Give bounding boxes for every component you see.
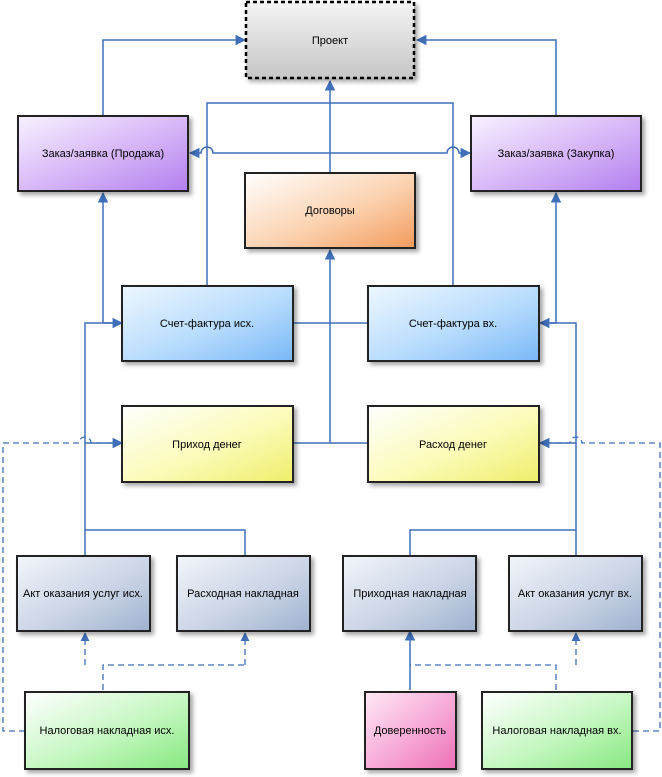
- node-money-in: Приход денег: [121, 405, 294, 483]
- connector-invoice-out-to-bus: [206, 102, 454, 286]
- node-tax-invoice-in-label: Налоговая накладная вх.: [492, 725, 621, 737]
- dashed-connectors: [2, 436, 661, 732]
- node-expense-waybill-label: Расходная накладная: [187, 588, 299, 600]
- node-tax-invoice-out-label: Налоговая накладная исх.: [40, 725, 175, 737]
- node-money-in-label: Приход денег: [172, 439, 242, 451]
- node-tax-invoice-out: Налоговая накладная исх.: [24, 691, 190, 770]
- connector-act-out-up: [84, 322, 122, 557]
- dashed-tax-in-bus: [410, 664, 557, 690]
- node-act-in-label: Акт оказания услуг вх.: [518, 588, 632, 600]
- node-money-out: Расход денег: [367, 405, 540, 483]
- node-expense-waybill: Расходная накладная: [176, 555, 311, 632]
- connector-order-purchase-to-project: [415, 34, 557, 115]
- node-receipt-waybill: Приходная накладная: [342, 555, 477, 632]
- dashed-tax-out-to-money-in: [2, 436, 123, 732]
- dashed-tax-out-bus: [102, 664, 245, 690]
- node-invoice-out-label: Счет-фактура исх.: [160, 318, 254, 330]
- node-invoice-out: Счет-фактура исх.: [121, 285, 294, 362]
- node-contracts: Договоры: [244, 172, 416, 249]
- node-order-sale: Заказ/заявка (Продажа): [17, 115, 189, 192]
- node-project-label: Проект: [312, 35, 348, 47]
- node-money-out-label: Расход денег: [419, 439, 487, 451]
- connector-orders-link: [188, 146, 472, 159]
- node-invoice-in: Счет-фактура вх.: [367, 285, 540, 362]
- connector-act-in-up: [540, 322, 577, 557]
- connector-order-sale-to-project: [102, 34, 247, 115]
- node-order-sale-label: Заказ/заявка (Продажа): [42, 148, 164, 160]
- connector-right-docs-bus: [409, 529, 576, 557]
- node-tax-invoice-in: Налоговая накладная вх.: [481, 691, 633, 770]
- node-power-of-attorney-label: Доверенность: [374, 725, 447, 737]
- node-act-out-label: Акт оказания услуг исх.: [23, 588, 143, 600]
- node-act-out: Акт оказания услуг исх.: [16, 555, 151, 632]
- node-act-in: Акт оказания услуг вх.: [508, 555, 643, 632]
- connector-money-to-contracts: [293, 250, 368, 444]
- node-order-purchase: Заказ/заявка (Закупка): [470, 115, 642, 192]
- connector-left-docs-bus: [85, 529, 246, 557]
- node-contracts-label: Договоры: [305, 205, 355, 217]
- node-power-of-attorney: Доверенность: [364, 691, 457, 770]
- dashed-tax-in-to-money-out: [539, 436, 661, 732]
- node-project: Проект: [244, 0, 416, 80]
- node-receipt-waybill-label: Приходная накладная: [353, 588, 466, 600]
- node-invoice-in-label: Счет-фактура вх.: [409, 318, 497, 330]
- node-order-purchase-label: Заказ/заявка (Закупка): [498, 148, 615, 160]
